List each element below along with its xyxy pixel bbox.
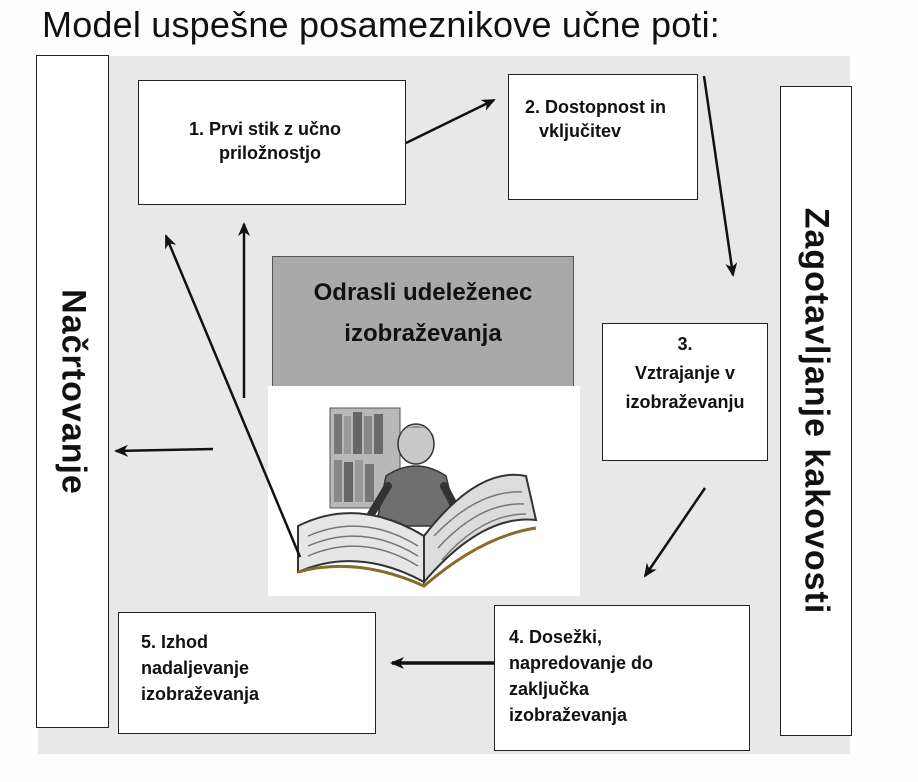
- step-4-line: zaključka: [509, 679, 590, 700]
- step-5-line: izobraževanja: [141, 684, 260, 705]
- step-4-box: 4. Dosežki, napredovanje do zaključka iz…: [494, 605, 750, 751]
- center-learner-box: Odrasli udeleženec izobraževanja: [272, 256, 574, 394]
- step-3-line: izobraževanju: [625, 391, 745, 412]
- step-1-box: 1. Prvi stik z učno priložnostjo: [138, 80, 406, 205]
- reading-person-book-icon: [268, 386, 580, 596]
- step-5-line: nadaljevanje: [141, 658, 250, 679]
- arrow-step3-to-step4: [643, 487, 707, 578]
- planning-side-box: Načrtovanje: [36, 55, 109, 728]
- step-1-line: priložnostjo: [219, 143, 321, 164]
- quality-side-box: Zagotavljanje kakovosti: [780, 86, 852, 736]
- step-2-line: 2. Dostopnost in: [525, 97, 666, 117]
- step-5-line: 5. Izhod: [141, 632, 208, 652]
- arrow-step2-to-step3: [702, 75, 738, 277]
- arrow-to-planning: [114, 444, 214, 457]
- step-3-box: 3. Vztrajanje v izobraževanju: [602, 323, 768, 461]
- step-4-line: izobraževanja: [509, 705, 628, 726]
- step-5-box: 5. Izhod nadaljevanje izobraževanja: [118, 612, 376, 734]
- step-3-line: Vztrajanje v: [634, 362, 736, 383]
- step-2-line: vključitev: [539, 121, 622, 142]
- center-line-1: Odrasli udeleženec: [313, 279, 533, 306]
- diagram-title: Model uspešne posameznikove učne poti:: [42, 4, 721, 45]
- step-1-line: 1. Prvi stik z učno: [189, 119, 342, 139]
- step-4-line: 4. Dosežki,: [509, 627, 603, 647]
- open-book-icon: [297, 473, 538, 588]
- step-4-line: napredovanje do: [509, 653, 654, 674]
- arrow-center-to-step1-diagonal: [164, 234, 302, 558]
- step-2-box: 2. Dostopnost in vključitev: [508, 74, 698, 200]
- center-line-2: izobraževanja: [344, 319, 502, 347]
- step-3-line: 3.: [677, 334, 693, 354]
- arrow-step1-to-step2: [405, 98, 496, 145]
- bookshelf-icon: [329, 407, 401, 509]
